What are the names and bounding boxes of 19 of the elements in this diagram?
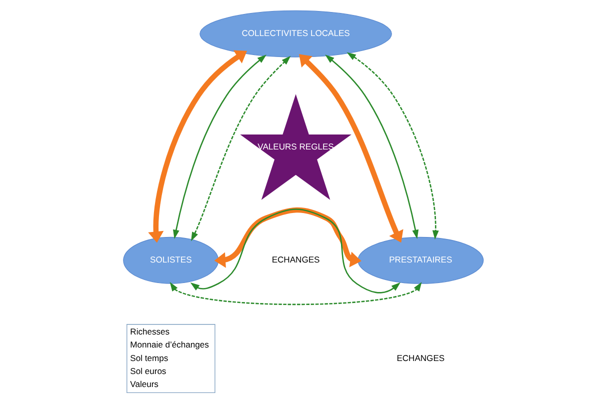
node-ellipse: PRESTATAIRES bbox=[357, 236, 484, 284]
legend-label: Sol euros bbox=[130, 366, 166, 376]
legend-label: Richesses bbox=[130, 326, 170, 337]
label: ECHANGES bbox=[396, 352, 444, 363]
arrow bbox=[324, 54, 418, 240]
arrow bbox=[148, 50, 247, 243]
node-ellipse: COLLECTIVITES LOCALES bbox=[199, 10, 392, 58]
arrow bbox=[298, 54, 403, 243]
arrow bbox=[169, 282, 422, 306]
arrow bbox=[346, 52, 438, 240]
node-ellipse: SOLISTES bbox=[122, 236, 218, 284]
arrow bbox=[190, 208, 400, 294]
legend-label: Monnaie d’échanges bbox=[130, 340, 208, 350]
legend-label: Valeurs bbox=[130, 379, 158, 390]
arrow bbox=[172, 54, 266, 240]
legend-label: Sol temps bbox=[130, 352, 168, 363]
arrow bbox=[214, 207, 361, 268]
label: ECHANGES bbox=[271, 254, 320, 265]
arrow bbox=[190, 56, 290, 242]
